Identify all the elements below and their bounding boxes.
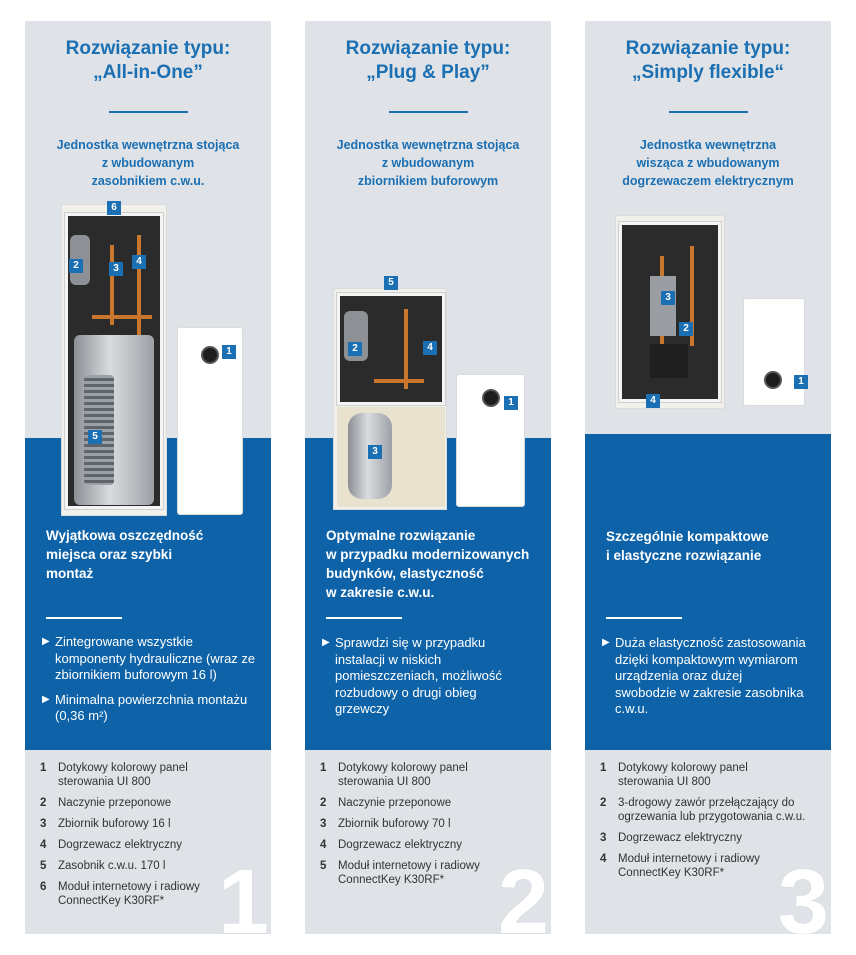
copper-pipe <box>690 246 694 346</box>
indoor-unit-cabinet <box>61 204 167 516</box>
triangle-right-icon: ▶ <box>42 693 50 705</box>
triangle-right-icon: ▶ <box>602 637 610 648</box>
control-unit <box>743 298 805 406</box>
title-divider <box>669 111 748 113</box>
key-benefit: Wyjątkowa oszczędność miejsca oraz szybk… <box>46 528 204 581</box>
marker: 5 <box>384 276 398 290</box>
marker: 5 <box>88 430 102 444</box>
solution-column-all-in-one: Rozwiązanie typu: „All-in-One” Jednostka… <box>25 21 271 948</box>
copper-pipe <box>137 235 141 335</box>
benefit-item: ▶Minimalna powierzchnia montażu (0,36 m²… <box>42 691 248 724</box>
solution-title: Rozwiązanie typu: „Simply flexible“ <box>625 38 791 83</box>
benefit-divider <box>606 617 682 619</box>
marker: 3 <box>661 291 675 305</box>
solution-column-plug-and-play: Rozwiązanie typu: „Plug & Play” Jednostk… <box>305 21 551 948</box>
marker: 1 <box>794 375 808 389</box>
marker: 2 <box>69 259 83 273</box>
marker: 1 <box>504 396 518 410</box>
wall-hung-unit <box>615 215 725 409</box>
indoor-unit-cabinet <box>333 288 447 510</box>
benefits-panel <box>585 434 831 750</box>
solution-title: Rozwiązanie typu: „Plug & Play” <box>345 38 511 83</box>
solution-subtitle: Jednostka wewnętrzna stojąca z wbudowany… <box>336 138 520 188</box>
key-benefit: Optymalne rozwiązanie w przypadku modern… <box>326 528 530 600</box>
benefit-item: ▶Sprawdzi się w przypadku instalacji w n… <box>322 635 502 716</box>
solution-subtitle: Jednostka wewnętrzna wisząca z wbudowany… <box>622 138 794 188</box>
display-knob <box>764 371 782 389</box>
benefit-list: ▶Sprawdzi się w przypadku instalacji w n… <box>322 635 527 726</box>
marker: 1 <box>222 345 236 359</box>
benefit-divider <box>326 617 402 619</box>
marker: 4 <box>646 394 660 408</box>
marker: 3 <box>368 445 382 459</box>
key-benefit: Szczególnie kompaktowe i elastyczne rozw… <box>606 529 769 563</box>
title-divider <box>389 111 468 113</box>
solution-number: 2 <box>497 851 549 953</box>
marker: 4 <box>423 341 437 355</box>
solution-number: 1 <box>217 851 269 953</box>
copper-pipe <box>404 309 408 389</box>
marker: 6 <box>107 201 121 215</box>
display-knob <box>482 389 500 407</box>
solution-column-simply-flexible: Rozwiązanie typu: „Simply flexible“ Jedn… <box>585 21 831 948</box>
copper-pipe <box>92 315 152 319</box>
title-divider <box>109 111 188 113</box>
marker: 2 <box>679 322 693 336</box>
benefit-item: ▶Duża elastyczność zastosowania dzięki k… <box>602 635 806 716</box>
triangle-right-icon: ▶ <box>322 637 330 648</box>
diverter-valve <box>650 344 688 378</box>
marker: 3 <box>109 262 123 276</box>
control-unit <box>456 374 525 507</box>
display-knob <box>201 346 219 364</box>
marker: 2 <box>348 342 362 356</box>
copper-pipe <box>110 245 114 325</box>
copper-pipe <box>374 379 424 383</box>
benefit-divider <box>46 617 122 619</box>
triangle-right-icon: ▶ <box>42 636 50 647</box>
marker: 4 <box>132 255 146 269</box>
control-unit <box>177 327 243 515</box>
benefit-item: ▶Zintegrowane wszystkie komponenty hydra… <box>42 634 256 682</box>
solution-subtitle: Jednostka wewnętrzna stojąca z wbudowany… <box>56 138 240 188</box>
benefit-list: ▶Duża elastyczność zastosowania dzięki k… <box>602 635 807 726</box>
solution-title: Rozwiązanie typu: „All-in-One” <box>65 38 231 83</box>
benefit-list: ▶Zintegrowane wszystkie komponenty hydra… <box>42 634 263 733</box>
electric-heater <box>650 276 676 336</box>
solution-number: 3 <box>777 851 829 953</box>
